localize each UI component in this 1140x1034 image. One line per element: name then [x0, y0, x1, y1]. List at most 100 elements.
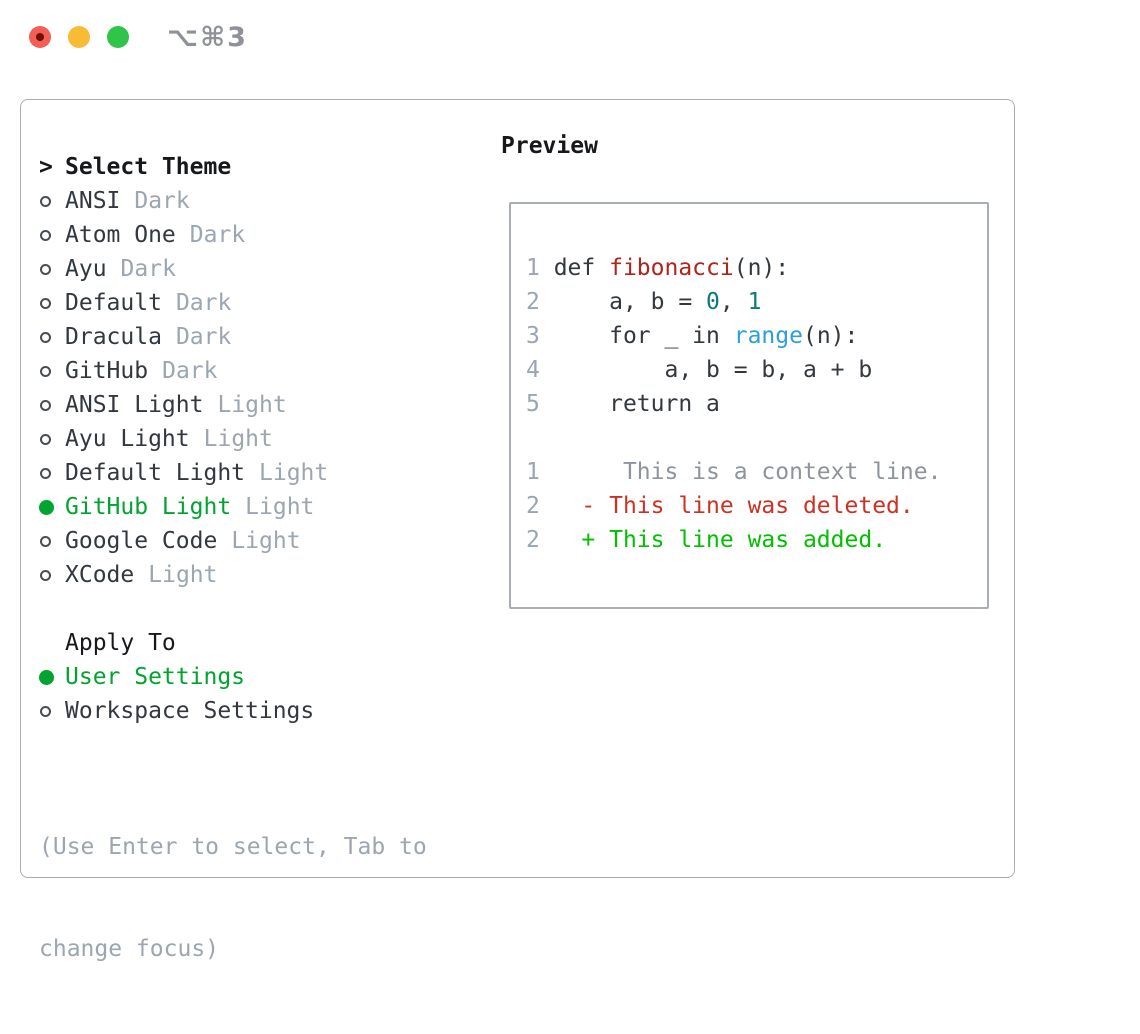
code-segment-diff_deleted: - This line was deleted. [553, 493, 914, 519]
radio-selected-icon [39, 669, 65, 685]
hint-line: (Use Enter to select, Tab to [39, 834, 427, 860]
minimize-button[interactable] [68, 26, 90, 48]
code-line: 1 This is a context line. [526, 455, 987, 489]
code-line: 5 return a [526, 387, 987, 421]
option-label: GitHub [65, 358, 149, 384]
radio-circle [40, 263, 51, 275]
preview-title: Preview [501, 133, 598, 159]
theme-variant-label: Dark [175, 290, 232, 316]
code-line: 1 def fibonacci(n): [526, 251, 987, 285]
radio-unselected-icon [39, 467, 65, 479]
select-theme-header: > Select Theme [39, 150, 427, 184]
select-theme-title: Select Theme [65, 154, 232, 180]
theme-variant-label: Light [217, 392, 287, 418]
theme-option[interactable]: Ayu Light Light [39, 422, 427, 456]
option-label: Default Light [65, 460, 246, 486]
code-segment-code_default: (n): [802, 323, 859, 349]
radio-selected-icon [39, 499, 65, 515]
radio-circle [40, 535, 51, 547]
radio-circle [40, 195, 51, 207]
option-label: Atom One [65, 222, 176, 248]
theme-variant-label: Dark [134, 188, 190, 214]
theme-variant-label: Dark [162, 358, 218, 384]
theme-option[interactable]: Default Dark [39, 286, 427, 320]
close-button[interactable] [29, 26, 51, 48]
option-label: XCode [65, 562, 135, 588]
hint-line: change focus) [39, 936, 220, 962]
theme-variant-label: Light [203, 426, 273, 452]
code-segment-line_number: 1 [526, 459, 554, 485]
radio-circle [40, 467, 51, 479]
theme-option[interactable]: Ayu Dark [39, 252, 427, 286]
option-label: User Settings [65, 664, 246, 690]
code-segment-code_default: return a [553, 391, 720, 417]
apply-to-option[interactable]: User Settings [39, 660, 427, 694]
theme-option[interactable]: XCode Light [39, 558, 427, 592]
theme-option[interactable]: ANSI Dark [39, 184, 427, 218]
apply-to-option[interactable]: Workspace Settings [39, 694, 427, 728]
radio-unselected-icon [39, 195, 65, 207]
code-line: 2 + This line was added. [526, 523, 987, 557]
radio-circle [40, 229, 51, 241]
code-line: 2 a, b = 0, 1 [526, 285, 987, 319]
zoom-button[interactable] [107, 26, 129, 48]
option-label: Default [65, 290, 162, 316]
radio-circle [40, 433, 51, 445]
radio-unselected-icon [39, 535, 65, 547]
code-segment-code_default: (n): [733, 255, 790, 281]
radio-unselected-icon [39, 331, 65, 343]
code-segment-code_number: 0 [706, 289, 720, 315]
theme-variant-label: Light [245, 494, 315, 520]
theme-variant-label: Dark [175, 324, 232, 350]
theme-variant-label: Light [231, 528, 301, 554]
code-line: 3 for _ in range(n): [526, 319, 987, 353]
radio-unselected-icon [39, 705, 65, 717]
code-segment-code_default: , [719, 289, 748, 315]
option-label: Google Code [65, 528, 218, 554]
option-label: ANSI Light [65, 392, 204, 418]
code-line: 4 a, b = b, a + b [526, 353, 987, 387]
code-segment-line_number: 2 [526, 527, 554, 553]
code-segment-diff_added: + This line was added. [553, 527, 887, 553]
theme-variant-label: Light [148, 562, 218, 588]
radio-circle [40, 331, 51, 343]
code-segment-diff_context: This is a context line. [553, 459, 942, 485]
option-label: Workspace Settings [65, 698, 315, 724]
theme-variant-label: Dark [120, 256, 176, 282]
code-segment-code_number: 1 [747, 289, 762, 315]
radio-unselected-icon [39, 297, 65, 309]
titlebar: ⌥⌘3 [0, 0, 1140, 75]
window-title: ⌥⌘3 [167, 22, 248, 53]
keyboard-hint: (Use Enter to select, Tab to change focu… [39, 762, 427, 1034]
apply-to-header: Apply To [39, 626, 427, 660]
theme-option[interactable]: ANSI Light Light [39, 388, 427, 422]
code-segment-code_default: a, b = [553, 289, 707, 315]
code-segment-code_builtin: range [733, 323, 803, 349]
theme-option[interactable]: GitHub Dark [39, 354, 427, 388]
option-label: Ayu Light [65, 426, 190, 452]
code-segment-line_number: 2 [526, 493, 554, 519]
code-segment-line_number: 3 [526, 323, 554, 349]
code-segment-code_default: for _ in [553, 323, 734, 349]
option-label: Ayu [65, 256, 107, 282]
radio-circle [39, 669, 54, 685]
radio-unselected-icon [39, 365, 65, 377]
radio-unselected-icon [39, 263, 65, 275]
theme-option[interactable]: Google Code Light [39, 524, 427, 558]
code-segment-line_number: 1 [526, 255, 554, 281]
radio-unselected-icon [39, 229, 65, 241]
option-label: ANSI [65, 188, 121, 214]
code-line: 2 - This line was deleted. [526, 489, 987, 523]
code-segment-code_default: a, b = b, a + b [553, 357, 873, 383]
